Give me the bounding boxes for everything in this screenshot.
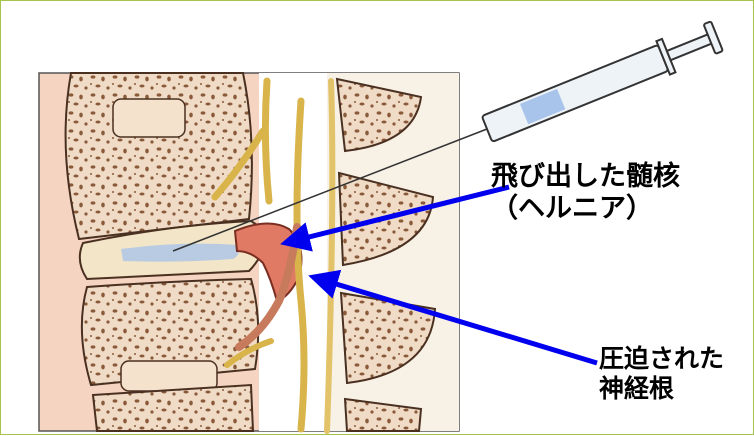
- anatomy-panel: [39, 73, 459, 431]
- herniated-nucleus-label: 飛び出した髄核 （ヘルニア）: [491, 161, 680, 226]
- herniated-nucleus-label-line2: （ヘルニア）: [491, 193, 680, 225]
- compressed-nerve-label: 圧迫された 神経根: [599, 344, 724, 404]
- lower-vertebra: [82, 279, 258, 431]
- herniated-nucleus-label-line1: 飛び出した髄核: [491, 161, 680, 193]
- compressed-nerve-label-line1: 圧迫された: [599, 344, 724, 374]
- compressed-nerve-label-line2: 神経根: [599, 374, 724, 404]
- upper-vertebra: [66, 73, 252, 239]
